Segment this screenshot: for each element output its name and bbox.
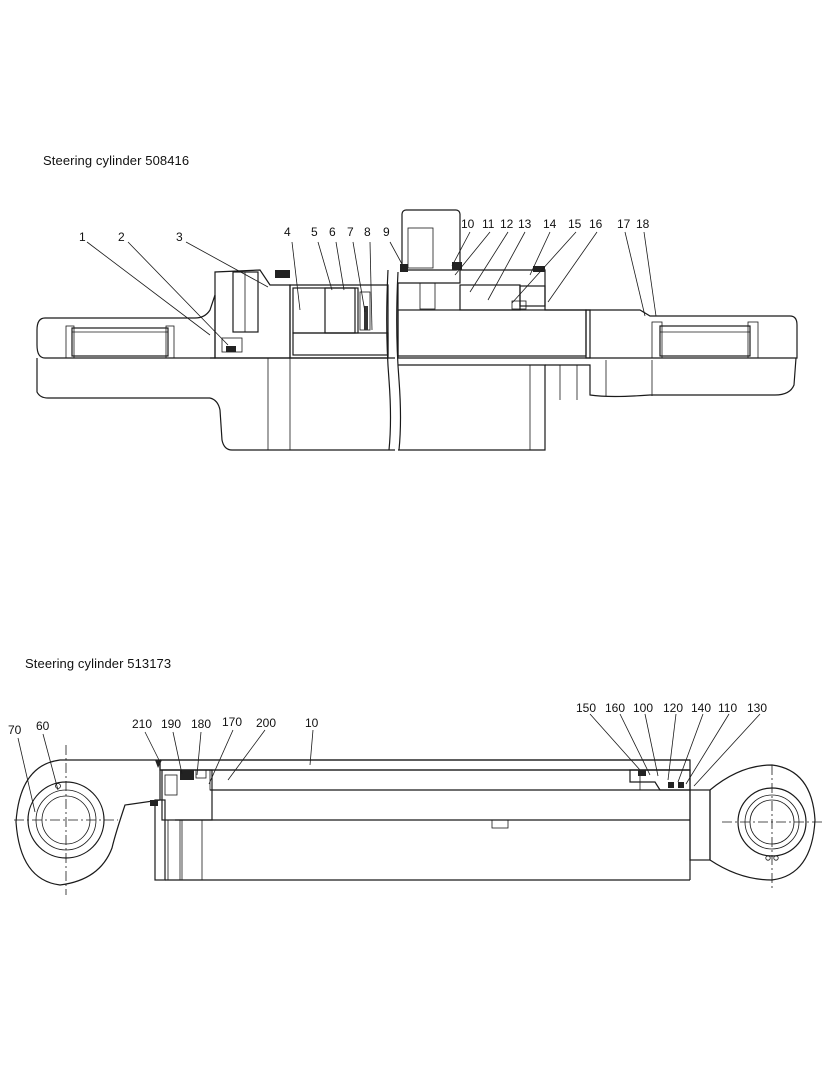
part-label-130: 130 [747,701,767,715]
cylinder-body-left [209,357,395,451]
part-label-9: 9 [383,225,390,239]
left-rod-eye [36,294,216,399]
leader-lines-a [86,231,657,346]
part-labels-b: 70 60 210 190 180 170 200 10 150 160 100… [8,701,767,737]
part-label-17: 17 [617,217,631,231]
part-label-16: 16 [589,217,603,231]
cylinder-513173: 70 60 210 190 180 170 200 10 150 160 100… [8,701,822,895]
part-label-210: 210 [132,717,152,731]
part-label-160: 160 [605,701,625,715]
part-label-15: 15 [568,217,582,231]
part-label-180: 180 [191,717,211,731]
right-rod-eye [585,309,798,359]
part-label-5: 5 [311,225,318,239]
part-label-120: 120 [663,701,683,715]
part-label-18: 18 [636,217,650,231]
part-label-4: 4 [284,225,291,239]
part-label-200: 200 [256,716,276,730]
piston-assembly-b [150,760,213,881]
drawing-title-508416: Steering cylinder 508416 [43,153,190,168]
part-labels-a: 1 2 3 4 5 6 7 8 9 10 11 12 13 14 15 16 1… [79,217,650,244]
part-label-170: 170 [222,715,242,729]
cylinder-body-right [397,209,591,451]
part-label-60: 60 [36,719,50,733]
piston-rod-right [545,357,797,400]
part-label-2: 2 [118,230,125,244]
part-label-70: 70 [8,723,22,737]
part-label-14: 14 [543,217,557,231]
part-label-150: 150 [576,701,596,715]
part-label-7: 7 [347,225,354,239]
right-eye-b [709,764,822,890]
cylinder-508416: 1 2 3 4 5 6 7 8 9 10 11 12 13 14 15 16 1… [36,209,798,451]
part-label-3: 3 [176,230,183,244]
part-label-10-b: 10 [305,716,319,730]
part-label-12: 12 [500,217,514,231]
left-eye-b [14,745,161,895]
part-label-110: 110 [718,701,737,715]
part-label-13: 13 [518,217,532,231]
part-label-140: 140 [691,701,711,715]
break-lines [386,269,402,451]
part-label-8: 8 [364,225,371,239]
part-label-1: 1 [79,230,86,244]
drawing-title-513173: Steering cylinder 513173 [25,656,172,671]
leader-lines-b [17,713,761,813]
right-head-b [629,769,711,861]
part-label-11: 11 [482,217,495,231]
part-label-100: 100 [633,701,653,715]
cylinder-barrel-b [154,759,691,881]
part-label-190: 190 [161,717,181,731]
cylinder-head-section [214,269,389,359]
part-label-10: 10 [461,217,475,231]
part-label-6: 6 [329,225,336,239]
